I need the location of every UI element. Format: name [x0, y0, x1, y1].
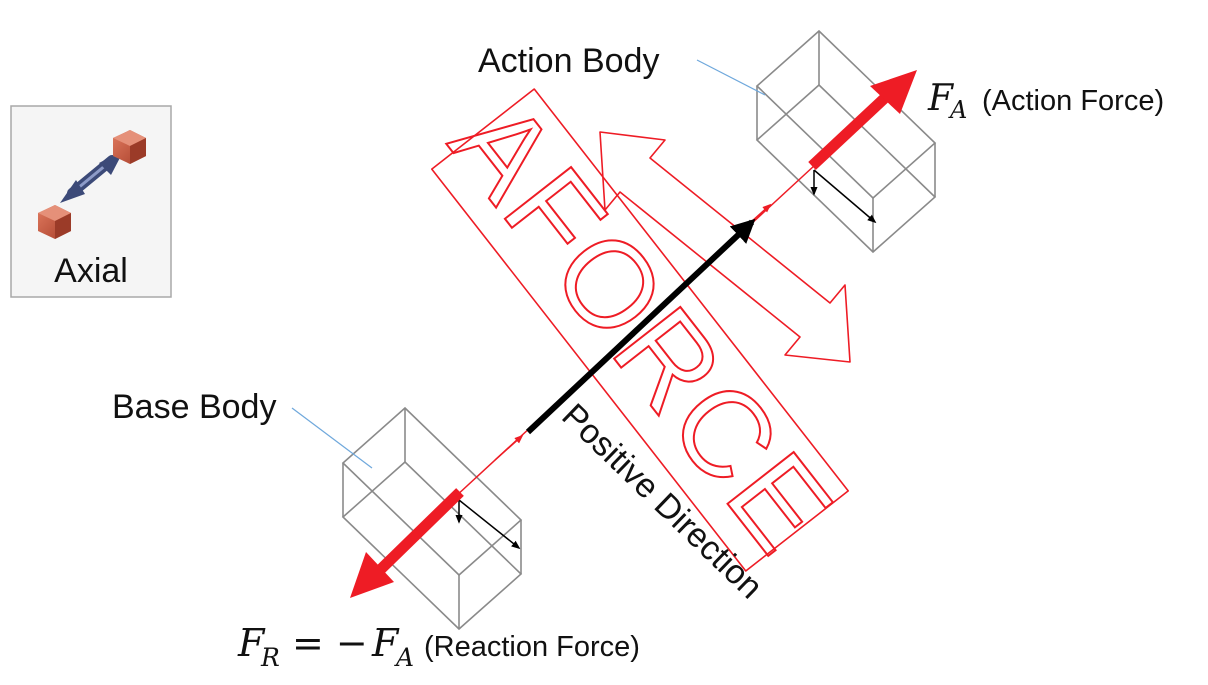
reaction-force-symbol: F — [237, 621, 266, 665]
reaction-force-label: F R = − F A (Reaction Force) — [237, 621, 640, 672]
axial-icon-tile[interactable]: Axial — [10, 105, 172, 298]
base-body-label: Base Body — [112, 388, 276, 426]
double-arrow-outline — [599, 131, 851, 363]
reaction-rhs-subscript: A — [394, 643, 414, 672]
icon-label: Axial — [54, 252, 128, 290]
axis-tick-lower — [494, 434, 524, 461]
arrow-down-left-icon — [60, 180, 85, 203]
cube-bottom-icon — [38, 205, 71, 239]
base-body-leader — [291, 407, 373, 469]
reaction-rhs-symbol: F — [371, 621, 400, 665]
reaction-force-subscript: R — [260, 643, 280, 672]
action-force-label: F A (Action Force) — [927, 78, 1164, 124]
positive-direction-arrow — [525, 218, 756, 435]
action-body-box — [755, 29, 937, 254]
stamp-frame — [430, 88, 850, 572]
axial-joint-icon — [38, 130, 146, 239]
reaction-force-caption: (Reaction Force) — [424, 631, 640, 663]
action-force-caption: (Action Force) — [982, 85, 1164, 117]
action-force-subscript: A — [948, 96, 967, 124]
action-body-leader — [696, 59, 766, 96]
action-body-label: Action Body — [478, 42, 659, 80]
reaction-equals-minus: = − — [292, 621, 368, 665]
action-force-arrow — [808, 70, 917, 171]
reaction-force-arrow — [350, 488, 464, 598]
action-force-symbol: F — [927, 78, 955, 119]
cube-top-icon — [113, 130, 146, 164]
